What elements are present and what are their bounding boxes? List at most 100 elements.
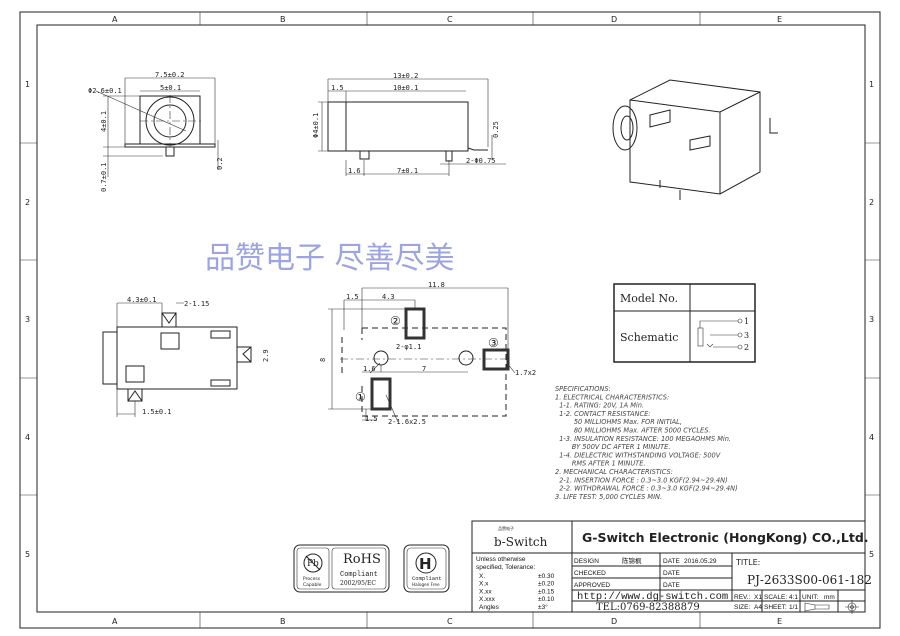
title-block-rev: X1 <box>754 594 762 601</box>
grid-columns-2: C <box>447 15 453 24</box>
grid-rows-0: 1 <box>869 80 874 89</box>
title-block-unit: mm <box>824 594 835 601</box>
pcb-layout-height: 8 <box>319 358 327 362</box>
grid-rows-2: 3 <box>25 315 30 324</box>
projection-symbol-icon <box>804 600 859 614</box>
tolerance-label: Angles <box>479 604 500 611</box>
pcb-layout-pad-labels-1: ② <box>390 314 401 328</box>
pcb-layout-hole-spacing: 7 <box>422 365 426 373</box>
part-number: PJ-2633S00-061-182 <box>747 573 872 587</box>
grid-rows-2: 3 <box>869 315 874 324</box>
pcb-layout-hole-offset: 1.6 <box>363 365 376 373</box>
spec-line: RMS AFTER 1 MINUTE. <box>555 460 645 468</box>
tolerance-value: ±0.15 <box>538 588 555 595</box>
title-block-logo-small: 品赞电子 <box>498 525 514 531</box>
pad-3 <box>482 348 510 371</box>
pcb-layout-hole-dia: 2-φ1.1 <box>396 343 421 351</box>
grid-columns-4: E <box>777 15 782 24</box>
side-view-body: 10±0.1 <box>393 84 418 92</box>
pcb-layout-pad1-pos: 1.5 <box>365 415 378 423</box>
bottom-view-slot: 2-1.15 <box>184 300 209 308</box>
pcb-layout-pad-size: 2-1.6x2.5 <box>388 418 426 426</box>
grid-ticks <box>20 12 880 628</box>
halogen-free-badge: H Compliant Halogen Free <box>403 544 450 593</box>
spec-line: 2. MECHANICAL CHARACTERISTICS: <box>555 468 673 476</box>
rohs-badge: Pb Process Capable RoHS Compliant 2002/9… <box>293 544 390 593</box>
bottom-view-pin-pos: 1.5±0.1 <box>142 408 172 416</box>
lead-free-icon <box>303 553 323 573</box>
svg-text:Pb: Pb <box>307 559 319 569</box>
watermark: 品赞电子 尽善尽美 <box>205 241 455 276</box>
grid-columns-4: E <box>777 617 782 626</box>
telephone: TEL:0769-82388879 <box>596 602 700 613</box>
tolerance-value: ±0.20 <box>538 581 555 588</box>
title-block-size: A4 <box>754 604 762 611</box>
grid-columns-0: A <box>112 15 118 24</box>
title-block: 品赞电子 b-Switch G-Switch Electronic (HongK… <box>471 520 872 614</box>
title-block-checked-label: CHECKED <box>574 570 606 577</box>
spec-line: 50 MILLIOHMS Max. FOR INITIAL, <box>555 418 682 426</box>
specifications: SPECIFICATIONS:1. ELECTRICAL CHARACTERIS… <box>555 385 738 501</box>
badges-rohs-code: 2002/95/EC <box>340 580 376 587</box>
bottom-view-offset: 4.3±0.1 <box>127 296 157 304</box>
pad-2 <box>404 307 426 340</box>
spec-line: 1-2. CONTACT RESISTANCE: <box>555 410 650 418</box>
spec-line: BY 500V DC AFTER 1 MINUTE. <box>555 443 670 451</box>
title-block-title-label: TITLE: <box>735 558 760 567</box>
company-name: G-Switch Electronic (HongKong) CO.,Ltd. <box>582 530 869 545</box>
title-block-rev-label: REV.: <box>734 594 751 601</box>
spec-line: 1-1. RATING: 20V, 1A Min. <box>555 402 644 410</box>
inner-frame <box>36 24 866 613</box>
title-block-tolerance-header2: specified, Tolerance: <box>476 564 535 571</box>
spec-line: 3. LIFE TEST: 5,000 CYCLES MIN. <box>555 493 662 501</box>
spec-line: 1. ELECTRICAL CHARACTERISTICS: <box>555 393 669 401</box>
side-view-flange: 1.5 <box>331 84 344 92</box>
pcb-layout-overall: 11.8 <box>428 281 445 289</box>
grid-columns-3: D <box>611 15 617 24</box>
grid-rows-1: 2 <box>25 198 30 207</box>
bottom-view-tab: 2.9 <box>262 349 270 362</box>
title-block-unit-label: UNIT: <box>802 594 818 601</box>
grid-rows-1: 2 <box>869 198 874 207</box>
svg-text:H: H <box>419 555 432 573</box>
isometric-view <box>612 79 778 200</box>
title-block-approved-label: APPROVED <box>574 582 610 589</box>
front-view-pin: 0.7±0.1 <box>100 162 108 192</box>
tolerance-value: ±0.10 <box>538 596 555 603</box>
website: http://www.dg-switch.com <box>577 591 728 603</box>
halogen-icon <box>415 552 437 574</box>
title-block-design-date-label: DATE <box>663 558 681 565</box>
side-view-pin-dia: 2-Φ0.75 <box>466 157 496 165</box>
tolerance-value: ±0.30 <box>538 573 555 580</box>
tolerance-label: X.xxx <box>479 596 496 603</box>
side-view-pin-offset: 1.6 <box>348 167 361 175</box>
model-table: Model No. Schematic 1 3 2 <box>613 283 756 363</box>
title-block-scale-label: SCALE: <box>764 594 787 601</box>
title-block-sheet: 1/1 <box>789 604 798 611</box>
badges-halogen-sub2: Halogen Free <box>412 582 440 587</box>
side-view-length: 13±0.2 <box>393 72 418 80</box>
title-block-approved-date-label: DATE <box>663 582 681 589</box>
grid-rows-0: 1 <box>25 80 30 89</box>
model-table-model-label: Model No. <box>620 292 678 305</box>
grid-columns-2: C <box>447 617 453 626</box>
front-view-width-inner: 5±0.1 <box>160 84 181 92</box>
side-view-plate: 0.25 <box>492 121 500 138</box>
bottom-view: 4.3±0.1 2-1.15 1.5±0.1 2.9 <box>102 296 270 417</box>
spec-line: 2-1. INSERTION FORCE : 0.3~3.0 KGF(2.94~… <box>555 476 728 484</box>
model-table-pins-0: 1 <box>744 317 749 326</box>
grid-columns-3: D <box>611 617 617 626</box>
title-block-checked-date-label: DATE <box>663 570 681 577</box>
spec-line: SPECIFICATIONS: <box>555 385 611 393</box>
side-view-height: Φ4±0.1 <box>312 113 320 138</box>
pcb-layout-pad3-size: 1.7x2 <box>515 369 536 377</box>
company-logo: b-Switch <box>494 535 548 549</box>
tolerance-label: X.xx <box>479 588 492 595</box>
title-block-design-date: 2016.05.29 <box>684 558 717 565</box>
pcb-layout-pad2-pos: 4.3 <box>382 293 395 301</box>
spec-line: 1-4. DIELECTRIC WITHSTANDING VOLTAGE: 50… <box>555 451 721 459</box>
pcb-layout-view: 11.8 1.5 4.3 2-φ1.1 1.6 7 8 1.5 2-1.6x2.… <box>319 281 536 426</box>
front-view: 7.5±0.2 5±0.1 Φ2.6±0.1 4±0.1 0.7±0.1 0.2 <box>88 71 224 192</box>
